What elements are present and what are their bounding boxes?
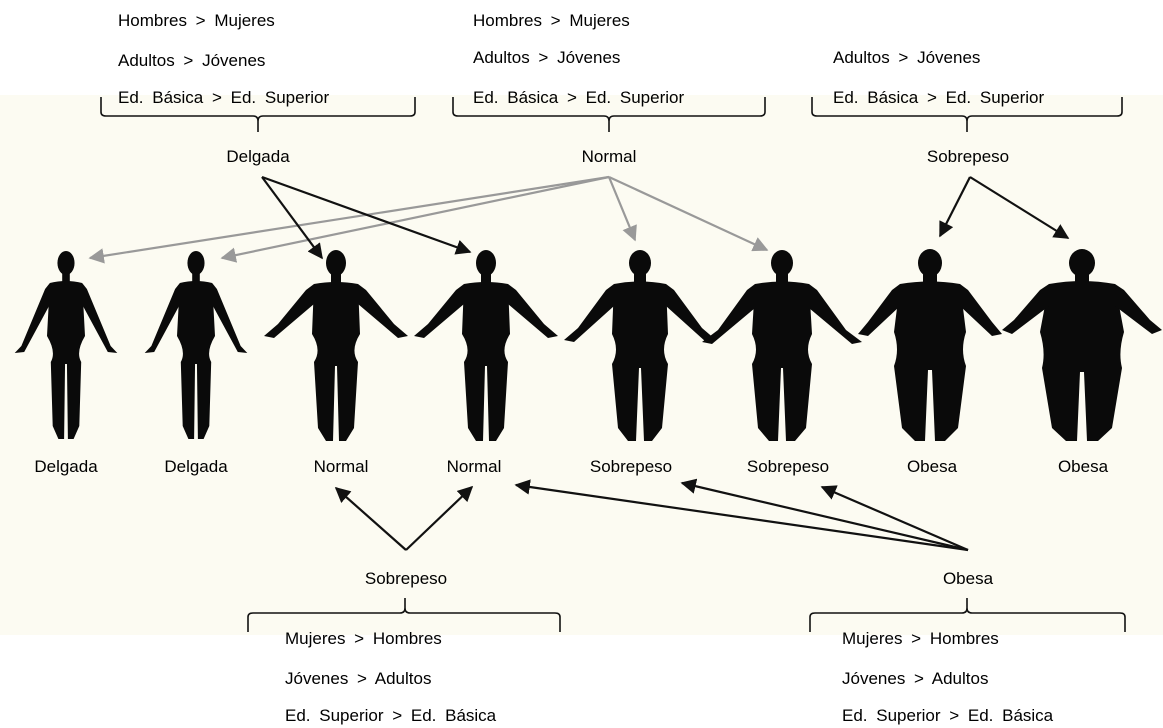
silhouette-sobrepeso-6 bbox=[702, 250, 862, 441]
top-normal-criterion-1: Hombres > Mujeres bbox=[473, 11, 630, 30]
figure-label-5: Sobrepeso bbox=[589, 457, 673, 476]
brace-top-delgada bbox=[100, 97, 416, 132]
bottom-obesa-criterion-1: Mujeres > Hombres bbox=[842, 629, 999, 648]
arrow-bottom-sobrepeso-to-normal-3 bbox=[334, 486, 407, 551]
figure-label-4: Normal bbox=[446, 457, 502, 476]
top-delgada-criterion-2: Adultos > Jóvenes bbox=[118, 51, 266, 70]
top-group-sobrepeso-label: Sobrepeso bbox=[926, 147, 1010, 166]
silhouette-normal-4 bbox=[414, 250, 558, 441]
figure-label-8: Obesa bbox=[1057, 457, 1109, 476]
silhouette-sobrepeso-5 bbox=[564, 250, 716, 441]
arrow-normal-to-sobrepeso-6 bbox=[608, 176, 769, 252]
top-group-normal-label: Normal bbox=[581, 147, 637, 166]
figure-label-3: Normal bbox=[313, 457, 369, 476]
bottom-obesa-criterion-2: Jóvenes > Adultos bbox=[842, 669, 989, 688]
brace-top-normal bbox=[452, 97, 766, 132]
arrow-sobrepeso-to-obesa-7 bbox=[939, 176, 971, 238]
bottom-sobrepeso-criterion-2: Jóvenes > Adultos bbox=[285, 669, 432, 688]
silhouette-delgada-1 bbox=[14, 251, 118, 439]
silhouette-normal-3 bbox=[264, 250, 408, 441]
top-group-delgada-label: Delgada bbox=[226, 147, 290, 166]
arrow-normal-to-sobrepeso-5 bbox=[607, 176, 637, 242]
bottom-group-obesa-label: Obesa bbox=[942, 569, 994, 588]
top-normal-criterion-3: Ed. Básica > Ed. Superior bbox=[473, 88, 685, 107]
bottom-group-sobrepeso-label: Sobrepeso bbox=[364, 569, 448, 588]
silhouette-obesa-8 bbox=[1002, 249, 1162, 441]
figure-label-7: Obesa bbox=[906, 457, 958, 476]
top-sobrepeso-criterion-2: Ed. Básica > Ed. Superior bbox=[833, 88, 1045, 107]
bottom-obesa-criterion-3: Ed. Superior > Ed. Básica bbox=[842, 706, 1054, 725]
figure-label-2: Delgada bbox=[164, 457, 228, 476]
silhouette-obesa-7 bbox=[858, 249, 1002, 441]
top-sobrepeso-criterion-1: Adultos > Jóvenes bbox=[833, 48, 981, 67]
arrow-bottom-sobrepeso-to-normal-4 bbox=[405, 485, 474, 551]
top-normal-criterion-2: Adultos > Jóvenes bbox=[473, 48, 621, 67]
arrow-bottom-obesa-to-normal-4 bbox=[514, 479, 969, 552]
arrow-delgada-to-normal-3 bbox=[261, 176, 323, 260]
bottom-sobrepeso-criterion-1: Mujeres > Hombres bbox=[285, 629, 442, 648]
figure-label-1: Delgada bbox=[34, 457, 98, 476]
figure-label-6: Sobrepeso bbox=[746, 457, 830, 476]
arrow-normal-to-delgada-1 bbox=[88, 175, 610, 264]
arrow-delgada-to-normal-4 bbox=[261, 175, 472, 255]
arrow-bottom-obesa-to-sobrepeso-6 bbox=[820, 485, 969, 552]
bottom-sobrepeso-criterion-3: Ed. Superior > Ed. Básica bbox=[285, 706, 497, 725]
silhouette-delgada-2 bbox=[144, 251, 248, 439]
arrow-sobrepeso-to-obesa-8 bbox=[969, 176, 1070, 239]
brace-bottom-sobrepeso bbox=[247, 598, 561, 632]
top-delgada-criterion-1: Hombres > Mujeres bbox=[118, 11, 275, 30]
brace-bottom-obesa bbox=[809, 598, 1126, 632]
brace-top-sobrepeso bbox=[811, 97, 1123, 132]
arrow-bottom-obesa-to-sobrepeso-5 bbox=[680, 478, 969, 552]
arrow-normal-to-delgada-2 bbox=[220, 175, 610, 263]
top-delgada-criterion-3: Ed. Básica > Ed. Superior bbox=[118, 88, 330, 107]
